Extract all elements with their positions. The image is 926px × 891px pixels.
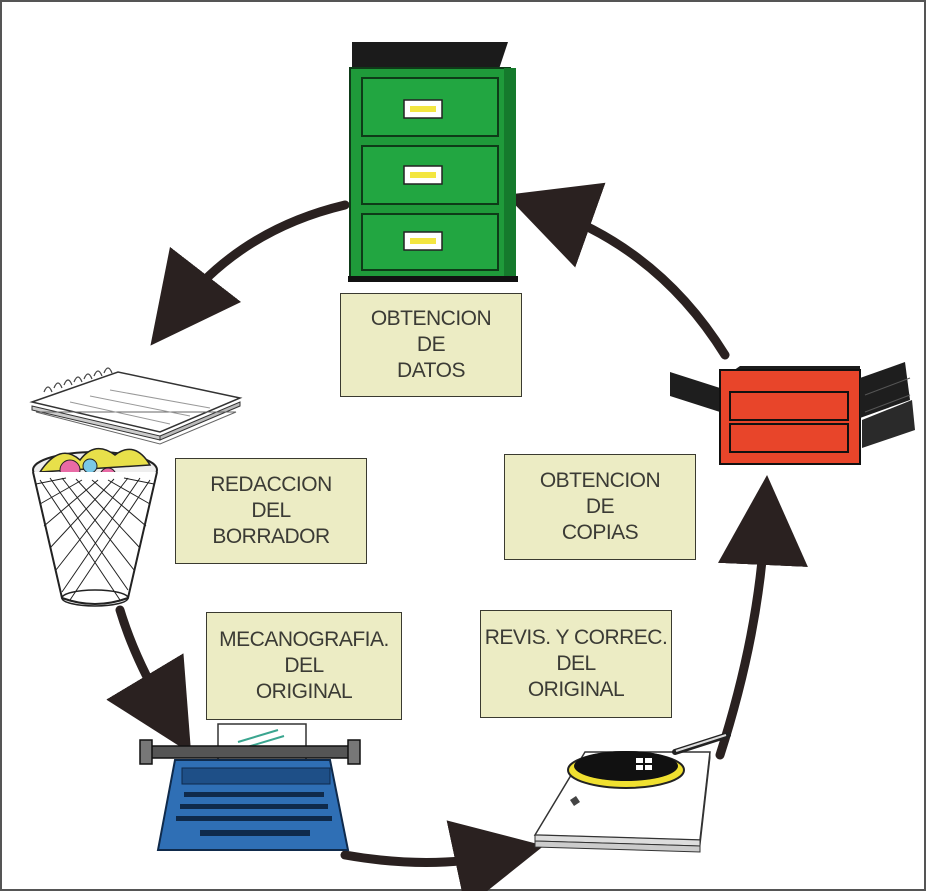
step-revision-y-correccion-del-original: REVIS. Y CORREC. DEL ORIGINAL (480, 610, 672, 718)
step-line: REVIS. Y CORREC. (484, 626, 668, 649)
step-line: DEL (251, 499, 291, 522)
cycle-arrows (106, 182, 808, 891)
step-line: BORRADOR (212, 525, 330, 548)
step-line: COPIAS (561, 521, 639, 544)
magnifier-document-icon (533, 732, 731, 853)
notepad-icon (29, 367, 243, 445)
arrow-mecanografia-to-revision (340, 820, 545, 891)
step-line: DE (585, 495, 615, 518)
step-line: ORIGINAL (255, 680, 353, 703)
filing-cabinet-icon (348, 42, 518, 282)
step-line: DEL (556, 652, 596, 675)
step-line: ORIGINAL (527, 678, 625, 701)
step-line: OBTENCION (539, 469, 661, 492)
step-line: REDACCION (210, 473, 332, 496)
step-mecanografia-del-original: MECANOGRAFIA. DEL ORIGINAL (206, 612, 402, 720)
arrow-revision-to-copias (715, 475, 808, 760)
step-line: DATOS (397, 359, 465, 382)
typewriter-icon (139, 723, 361, 851)
arrow-datos-to-borrador (150, 200, 350, 346)
arrow-borrador-to-mecanografia (106, 605, 192, 754)
arrow-copias-to-datos (505, 182, 730, 360)
step-line: OBTENCION (370, 307, 492, 330)
step-redaccion-del-borrador: REDACCION DEL BORRADOR (175, 458, 367, 564)
step-line: DE (416, 333, 446, 356)
step-line: MECANOGRAFIA. (219, 628, 389, 651)
step-line: DEL (284, 654, 324, 677)
step-obtencion-de-copias: OBTENCION DE COPIAS (504, 454, 696, 560)
copier-icon (670, 362, 915, 465)
wastebasket-icon (32, 447, 158, 607)
step-obtencion-de-datos: OBTENCION DE DATOS (340, 293, 522, 397)
